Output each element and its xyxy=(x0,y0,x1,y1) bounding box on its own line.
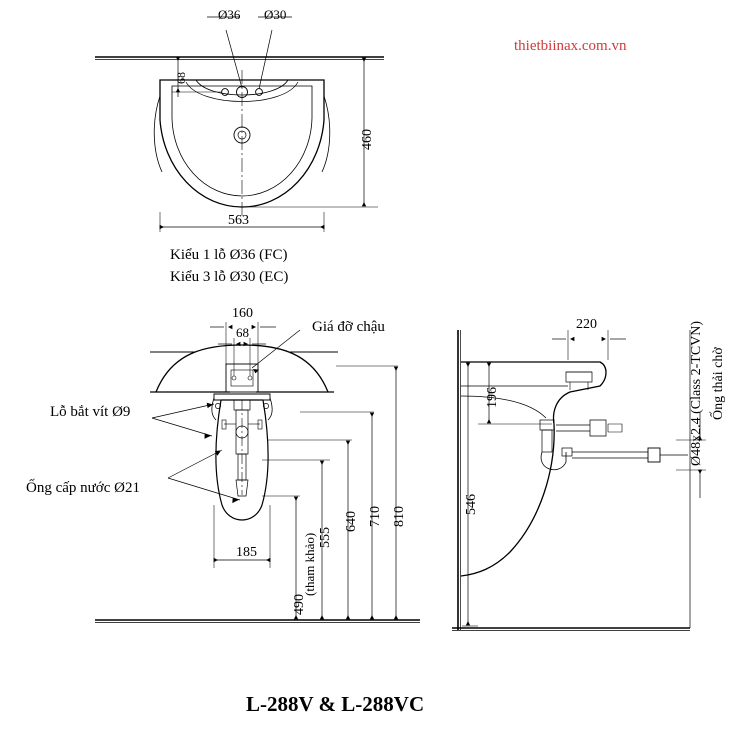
caption-hole-type-fc: Kiểu 1 lỗ Ø36 (FC) xyxy=(170,247,288,263)
dim-label-710: 710 xyxy=(368,506,383,527)
dim-label-width-563: 563 xyxy=(228,213,249,228)
dim-label-196: 196 xyxy=(485,387,500,408)
dim-label-555: 555 xyxy=(318,527,333,548)
dim-label-640: 640 xyxy=(344,511,359,532)
label-screw-hole: Lỗ bắt vít Ø9 xyxy=(50,404,131,420)
label-basin-bracket: Giá đỡ chậu xyxy=(312,319,385,335)
dim-label-top-68: 68 xyxy=(174,72,188,84)
label-water-supply-pipe: Ống cấp nước Ø21 xyxy=(26,480,140,496)
dim-label-diameter-30: Ø30 xyxy=(264,7,287,22)
watermark-site-url: thietbiinax.com.vn xyxy=(514,38,627,54)
dim-label-diameter-36: Ø36 xyxy=(218,7,241,22)
dim-label-front-68: 68 xyxy=(236,325,249,340)
drawing-title: L-288V & L-288VC xyxy=(246,692,425,716)
dim-label-220: 220 xyxy=(576,317,597,332)
dim-label-tham-khao: (tham khảo) xyxy=(302,532,317,596)
dim-label-490: 490 xyxy=(292,594,307,615)
label-drain-pipe-spec: Ø48x2.4 (Class 2-TCVN) xyxy=(689,320,704,466)
caption-hole-type-ec: Kiểu 3 lỗ Ø30 (EC) xyxy=(170,269,289,285)
dim-label-160: 160 xyxy=(232,306,253,321)
dim-label-810: 810 xyxy=(392,506,407,527)
dim-label-depth-460: 460 xyxy=(360,129,375,150)
label-waiting-drain-pipe: Ống thải chờ xyxy=(711,347,726,420)
dim-label-546: 546 xyxy=(464,494,479,515)
dim-label-185: 185 xyxy=(236,545,257,560)
